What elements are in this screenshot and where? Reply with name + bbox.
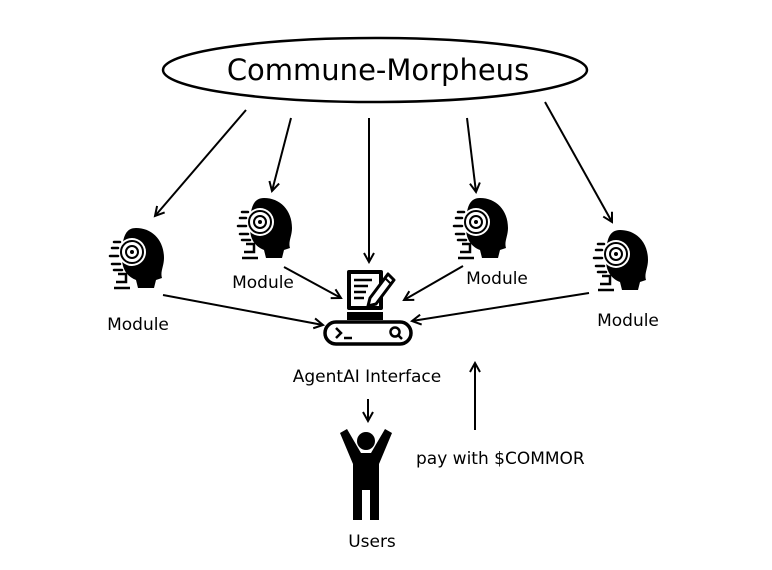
arrow-title-to-module-1	[155, 109, 247, 216]
robot-head-icon	[592, 228, 650, 292]
payment-flow: pay with $COMMOR	[416, 363, 585, 469]
robot-head-icon	[452, 196, 510, 260]
person-icon	[340, 429, 392, 520]
distribution-arrows	[155, 101, 612, 262]
module-node-1: Module	[107, 226, 169, 335]
arrow-module-3-to-interface	[404, 265, 464, 300]
module-label-4: Module	[597, 311, 659, 331]
module-node-3: Module	[452, 196, 528, 289]
module-node-4: Module	[592, 228, 659, 331]
arrow-module-2-to-interface	[283, 266, 341, 298]
arrow-title-to-module-4	[544, 101, 612, 222]
arrow-title-to-module-2	[272, 117, 292, 191]
payment-label: pay with $COMMOR	[416, 449, 585, 469]
robot-head-icon	[108, 226, 166, 290]
title-node: Commune-Morpheus	[161, 36, 589, 104]
arrow-module-4-to-interface	[412, 292, 590, 321]
module-node-2: Module	[232, 196, 294, 293]
users-node: Users	[340, 429, 396, 552]
arrow-title-to-module-3	[466, 117, 476, 192]
title-label: Commune-Morpheus	[227, 53, 529, 87]
interface-node: AgentAI Interface	[293, 268, 441, 387]
interface-label: AgentAI Interface	[293, 367, 441, 387]
module-label-1: Module	[107, 315, 169, 335]
document-pen-terminal-icon	[323, 268, 413, 346]
arrow-module-1-to-interface	[162, 294, 323, 325]
robot-head-icon	[236, 196, 294, 260]
module-label-3: Module	[466, 269, 528, 289]
module-label-2: Module	[232, 273, 294, 293]
users-label: Users	[348, 532, 396, 552]
module-to-interface-arrows	[162, 265, 590, 325]
